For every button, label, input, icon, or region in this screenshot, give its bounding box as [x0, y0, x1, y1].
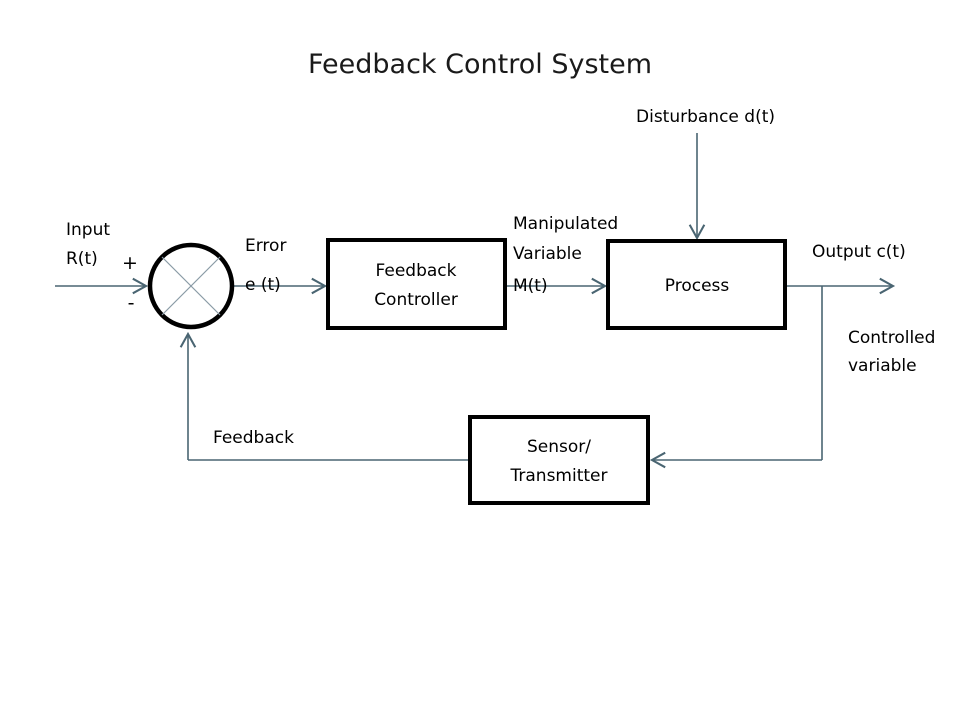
plus-sign-label: +: [122, 252, 138, 274]
manipulated-variable-label-line3: M(t): [513, 276, 548, 296]
sensor-transmitter-label-line2: Transmitter: [510, 466, 608, 486]
feedback-controller-label-line1: Feedback: [376, 261, 457, 281]
manipulated-variable-label-line1: Manipulated: [513, 214, 618, 234]
controlled-variable-label-line2: variable: [848, 356, 917, 376]
error-label-line2: e (t): [245, 275, 281, 295]
summing-junction-cross-icon: [161, 256, 221, 316]
minus-sign-label: -: [128, 292, 135, 314]
manipulated-variable-label-line2: Variable: [513, 244, 582, 264]
input-label-line2: R(t): [66, 249, 98, 269]
feedback-controller-label-line2: Controller: [374, 290, 458, 310]
page-title: Feedback Control System: [308, 49, 652, 80]
sensor-transmitter-block[interactable]: [468, 415, 650, 505]
feedback-label: Feedback: [213, 428, 294, 448]
process-block[interactable]: [606, 239, 787, 330]
process-label: Process: [665, 276, 730, 296]
sensor-transmitter-label-line1: Sensor/: [527, 437, 591, 457]
disturbance-label: Disturbance d(t): [636, 107, 775, 127]
output-label: Output c(t): [812, 242, 906, 262]
controlled-variable-label-line1: Controlled: [848, 328, 935, 348]
feedback-controller-block[interactable]: [326, 238, 507, 330]
input-label-line1: Input: [66, 220, 110, 240]
error-label-line1: Error: [245, 236, 286, 256]
